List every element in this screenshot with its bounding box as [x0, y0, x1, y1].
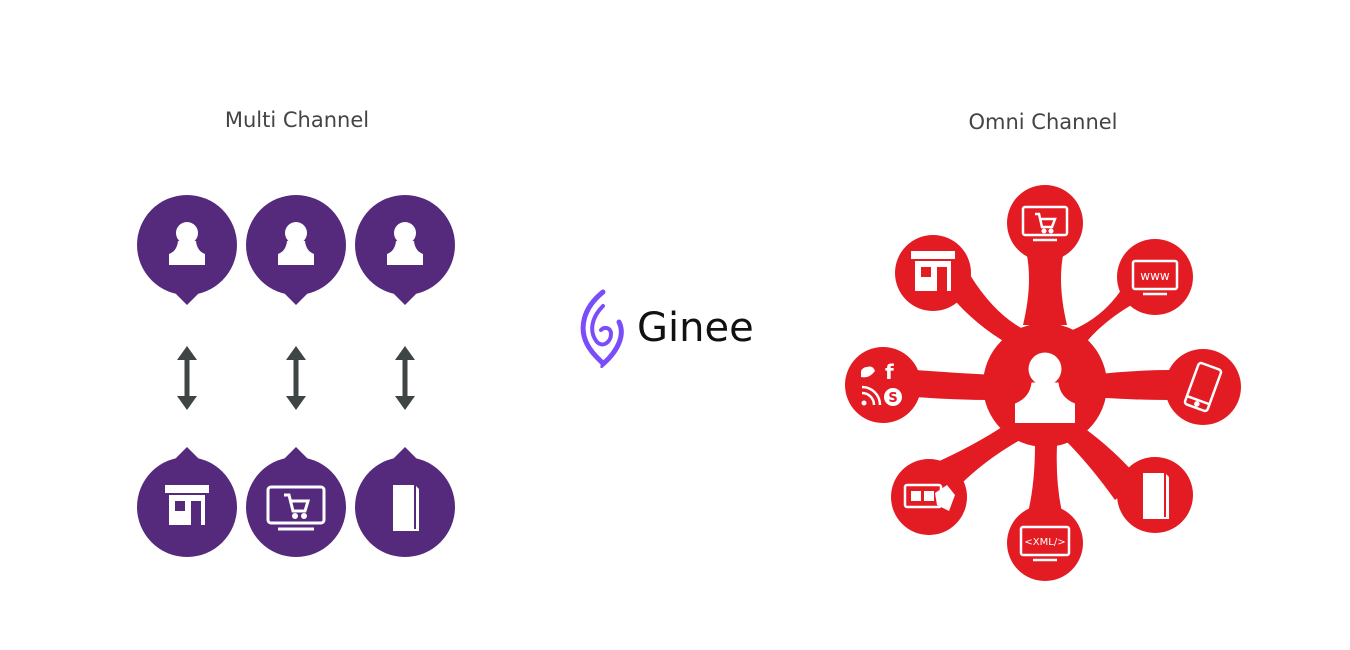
multi-channel-title: Multi Channel [224, 108, 370, 132]
facebook-icon: f [885, 360, 894, 384]
multi-channel-diagram [137, 195, 455, 557]
svg-text:S: S [888, 391, 897, 406]
double-arrow-icon [395, 346, 415, 410]
double-arrow-icon [286, 346, 306, 410]
www-monitor-icon: www [1131, 259, 1179, 296]
ginee-logo: Ginee [575, 288, 754, 368]
xml-monitor-icon: <XML/> [1019, 525, 1071, 562]
mobile-phone-icon [1183, 361, 1223, 413]
user-icon [1015, 352, 1075, 423]
twitter-icon [861, 366, 875, 378]
ginee-logo-text: Ginee [637, 305, 754, 351]
social-media-icon: f S [861, 360, 902, 406]
skype-icon [884, 388, 902, 406]
catalog-book-icon [393, 485, 419, 531]
channel-pin-catalog [355, 447, 455, 557]
customer-pin-2 [246, 195, 346, 305]
channel-pin-store [137, 447, 237, 557]
www-label: www [1140, 269, 1170, 283]
cart-monitor-icon [266, 485, 326, 531]
store-icon [911, 251, 955, 291]
double-arrow-icon [177, 346, 197, 410]
customer-pin-1 [137, 195, 237, 305]
payment-terminal-icon [903, 483, 955, 511]
customer-pin-3 [355, 195, 455, 305]
xml-label: <XML/> [1024, 537, 1065, 548]
cart-monitor-icon [1021, 205, 1069, 242]
omni-channel-diagram: www <XML/> f S [845, 185, 1241, 581]
store-icon [165, 485, 209, 525]
omni-channel-title: Omni Channel [968, 110, 1118, 134]
channel-pin-online-shop [246, 447, 346, 557]
rss-icon [861, 385, 882, 406]
ginee-leaf-icon [580, 289, 624, 368]
catalog-book-icon [1143, 473, 1169, 519]
